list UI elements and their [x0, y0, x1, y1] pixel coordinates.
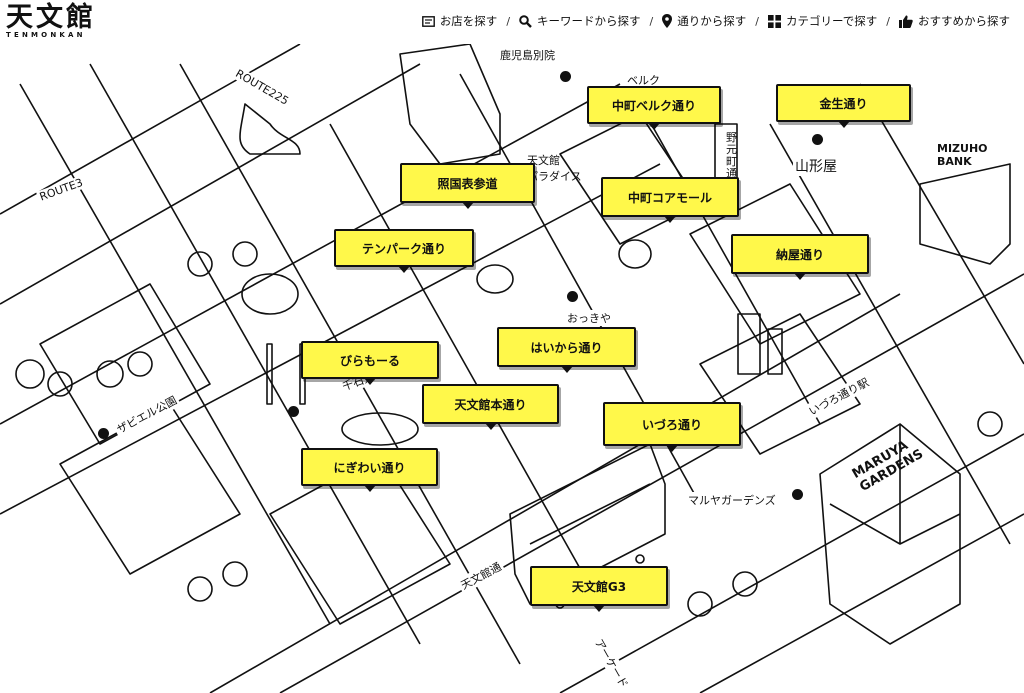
store-dot[interactable]	[98, 428, 109, 439]
logo-subtitle: TENMONKAN	[6, 31, 86, 39]
nav-separator: /	[506, 14, 511, 28]
okkiya-label: おっきや	[565, 310, 613, 326]
maruya-gardens-label: マルヤガーデンズ	[686, 492, 778, 508]
main-nav: お店を探す / キーワードから探す / 通りから探す / カテゴリーで探す	[421, 13, 1010, 29]
store-dot[interactable]	[567, 291, 578, 302]
nav-recommend-search-label: おすすめから探す	[918, 14, 1010, 28]
street-pin-terukuni[interactable]: 照国表参道	[400, 163, 535, 209]
street-pin-naya[interactable]: 納屋通り	[731, 234, 869, 280]
mizuho-bank-label: MIZUHO BANK	[937, 142, 988, 168]
nav-recommend-search[interactable]: おすすめから探す	[899, 13, 1010, 29]
nomotocho-label: 野元町通	[726, 131, 737, 180]
nav-street-search[interactable]: 通りから探す	[662, 13, 746, 29]
site-logo[interactable]: 天文館 TENMONKAN	[6, 4, 116, 44]
kagoshima-betsuin-label: 鹿児島別院	[498, 47, 557, 63]
yamakataya-label: 山形屋	[793, 156, 839, 176]
nav-find-shop[interactable]: お店を探す	[421, 13, 498, 29]
nav-street-search-label: 通りから探す	[677, 14, 747, 28]
street-pin-haikara[interactable]: はいから通り	[497, 327, 636, 373]
store-dot[interactable]	[560, 71, 571, 82]
store-dot[interactable]	[288, 406, 299, 417]
shop-card-icon	[421, 15, 435, 27]
nav-separator: /	[886, 14, 890, 28]
street-pin-izuro[interactable]: いづろ通り	[603, 402, 741, 452]
tenmonkan-paradise-label: 天文館 パラダイス	[527, 154, 582, 183]
store-dot[interactable]	[792, 489, 803, 500]
nav-separator: /	[755, 14, 759, 28]
grid-icon	[767, 14, 781, 28]
street-pin-tenpark[interactable]: テンパーク通り	[334, 229, 474, 273]
street-pin-biramall[interactable]: びらもーる	[301, 341, 439, 385]
street-pin-kinsei[interactable]: 金生通り	[776, 84, 911, 128]
search-icon	[519, 14, 532, 28]
street-pin-nakamachi-core[interactable]: 中町コアモール	[601, 177, 739, 223]
street-pin-nigiwai[interactable]: にぎわい通り	[301, 448, 438, 492]
store-dot[interactable]	[812, 134, 823, 145]
beruku-label: ベルク	[625, 72, 662, 88]
nav-keyword-search-label: キーワードから探す	[537, 14, 641, 28]
nav-category-search[interactable]: カテゴリーで探す	[767, 13, 878, 29]
street-pin-tenmonkan-g3[interactable]: 天文館G3	[530, 566, 668, 612]
illustrated-map[interactable]: ROUTE225 ROUTE3 鹿児島別院 ベルク 天文館 パラダイス 野元町通…	[0, 44, 1024, 693]
thumbs-up-icon	[899, 15, 913, 28]
map-streets-drawing	[0, 44, 1024, 693]
logo-title: 天文館	[6, 2, 96, 33]
nav-find-shop-label: お店を探す	[439, 14, 498, 28]
nav-category-search-label: カテゴリーで探す	[785, 14, 878, 28]
street-pin-tenmonkan-hondori[interactable]: 天文館本通り	[422, 384, 559, 430]
site-header: 天文館 TENMONKAN お店を探す / キーワードから探す /	[0, 0, 1024, 44]
nav-separator: /	[649, 14, 654, 28]
street-pin-nakamachi-beruku[interactable]: 中町ベルク通り	[587, 86, 721, 130]
nav-keyword-search[interactable]: キーワードから探す	[519, 13, 641, 29]
map-pin-icon	[662, 14, 673, 28]
